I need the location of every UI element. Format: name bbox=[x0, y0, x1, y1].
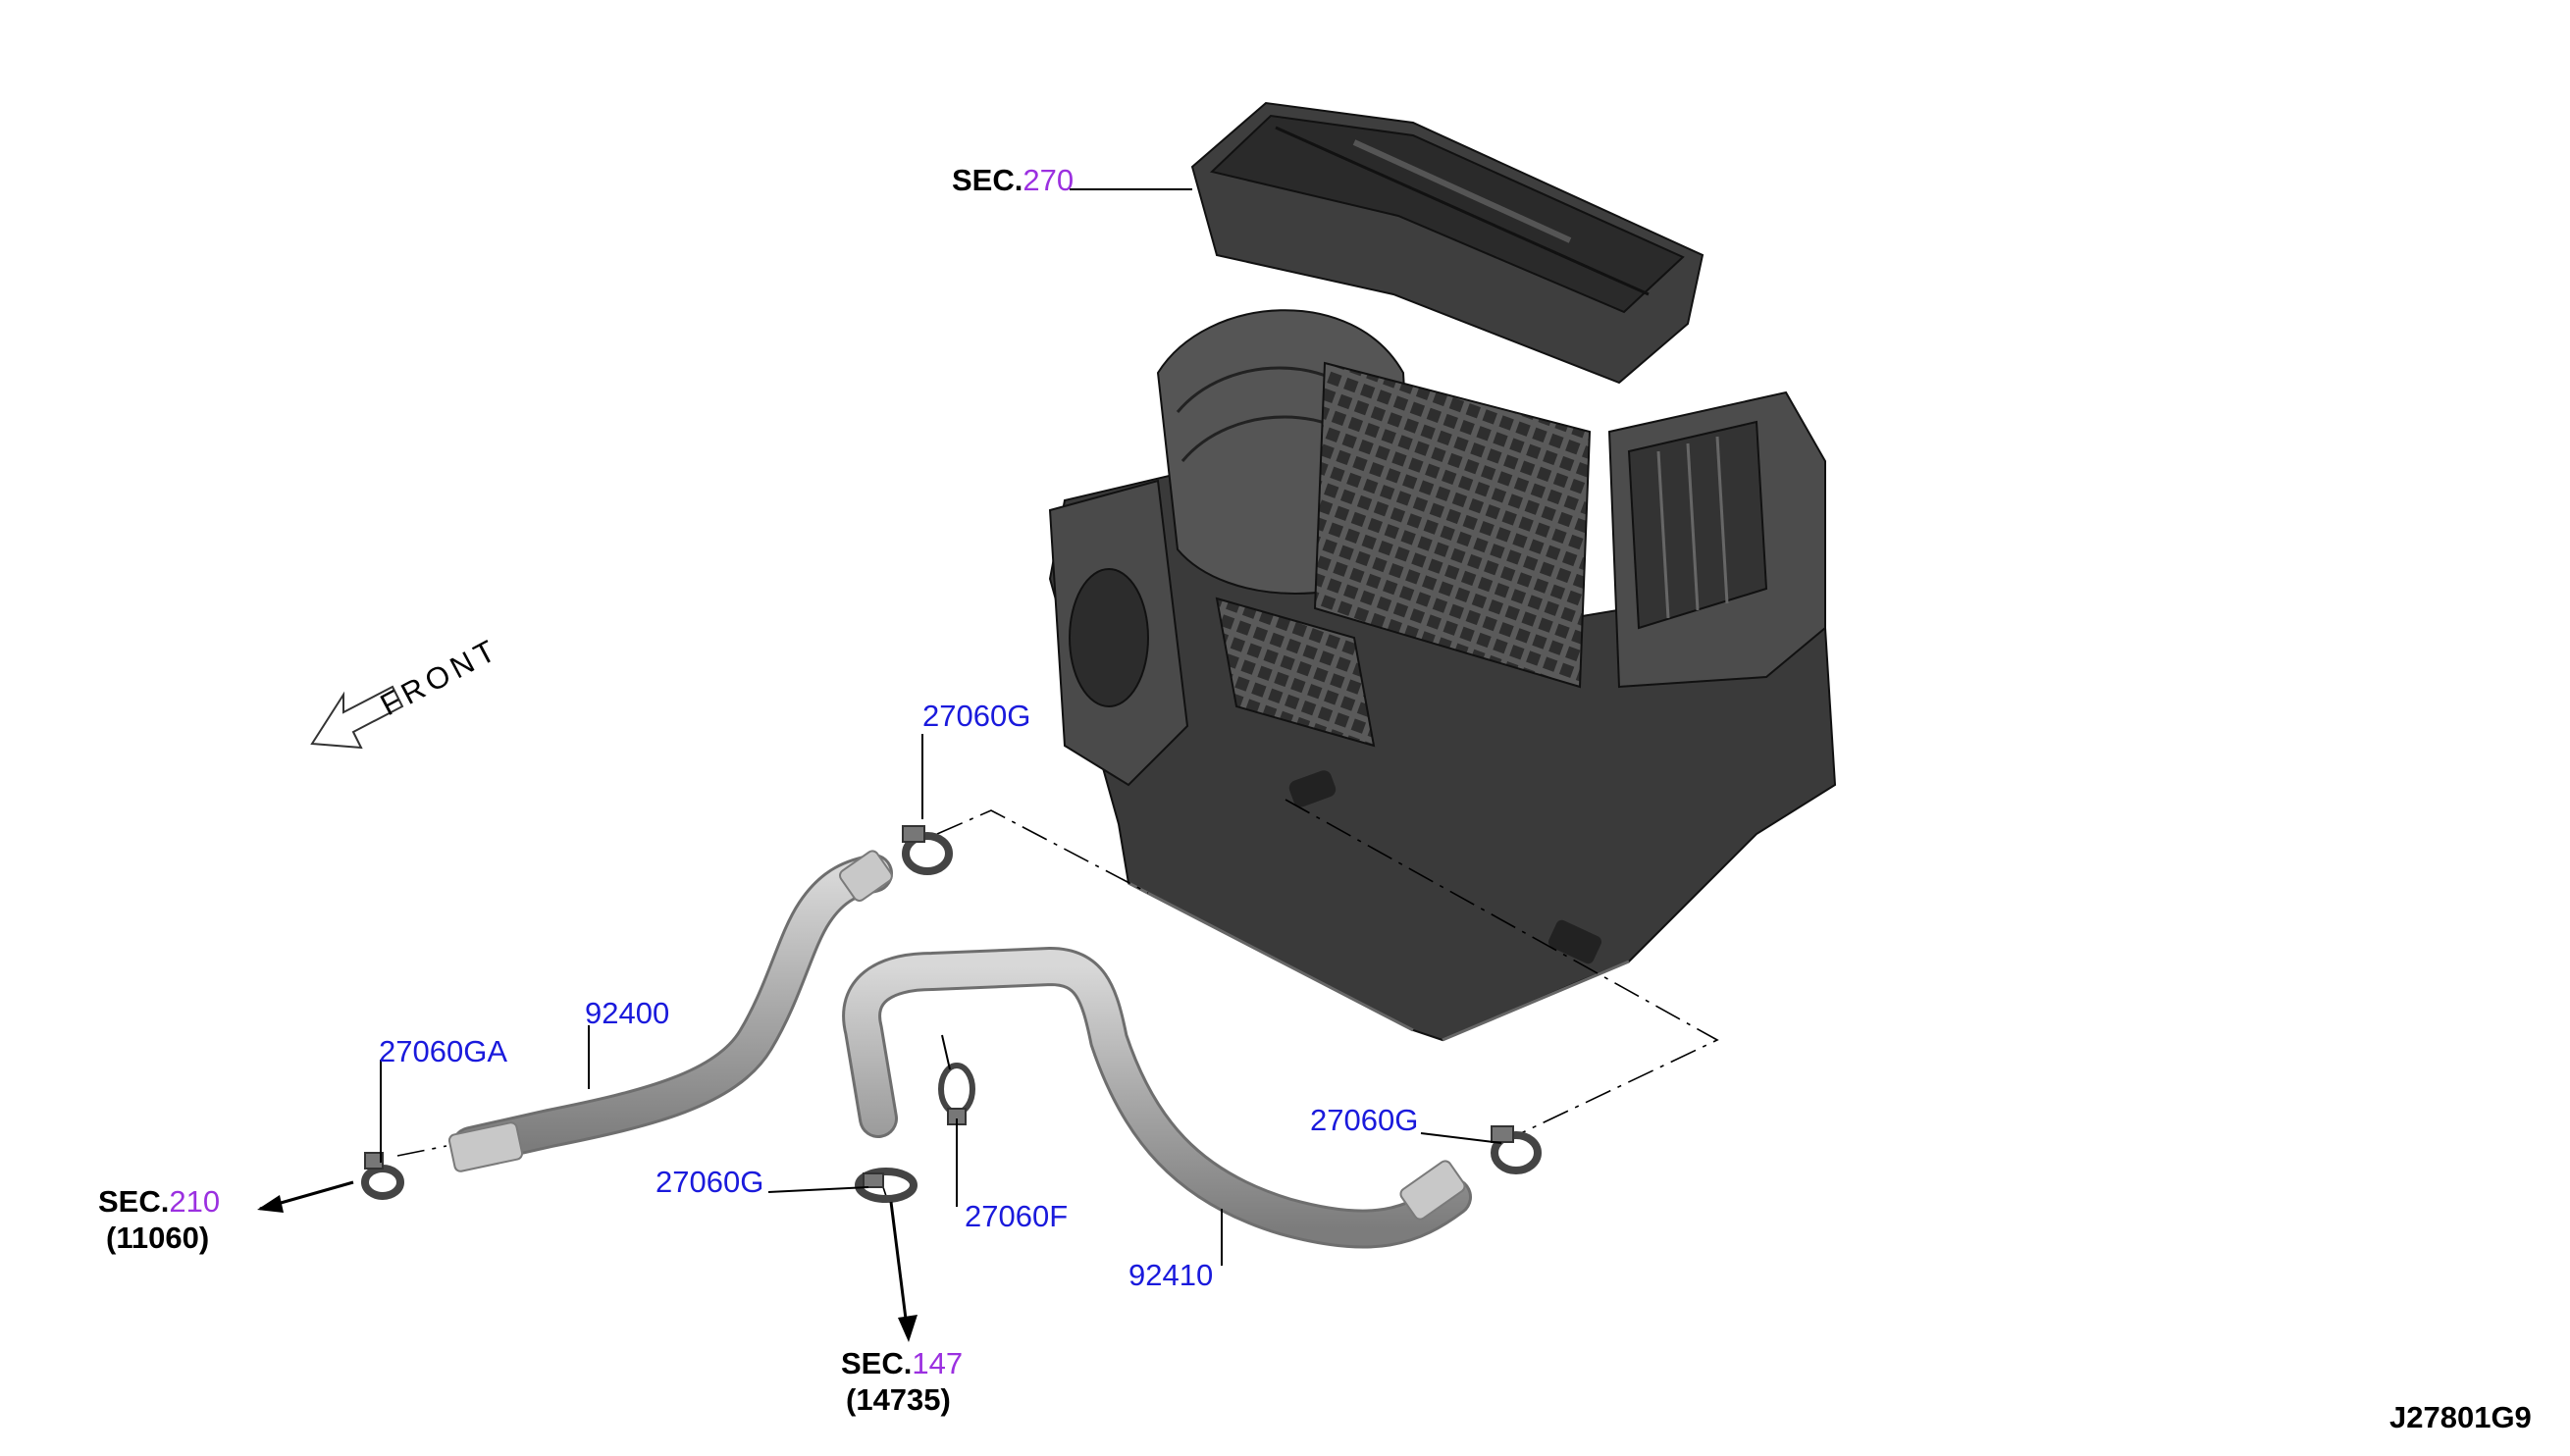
section-ref-270: SEC.270 bbox=[952, 163, 1074, 197]
hose-92400 bbox=[447, 850, 893, 1172]
leader-lines bbox=[380, 188, 1502, 1266]
sec270-prefix: SEC. bbox=[952, 163, 1023, 197]
svg-text:SEC.210: SEC.210 bbox=[98, 1184, 220, 1219]
part-92400: 92400 bbox=[585, 996, 669, 1030]
part-27060g-mid: 27060G bbox=[656, 1165, 763, 1199]
diagram-code: J27801G9 bbox=[2389, 1400, 2532, 1434]
direction-arrows bbox=[257, 1180, 918, 1342]
section-ref-147: SEC.147 (14735) bbox=[841, 1346, 963, 1417]
sec270-number: 270 bbox=[1023, 163, 1074, 197]
front-arrow: FRONT bbox=[310, 631, 505, 750]
part-27060g-right: 27060G bbox=[1310, 1103, 1418, 1137]
front-label: FRONT bbox=[375, 631, 505, 722]
clamp-27060g-mid bbox=[855, 1168, 918, 1203]
clamp-27060g-right bbox=[1491, 1125, 1542, 1174]
part-27060f: 27060F bbox=[965, 1199, 1068, 1233]
sec210-number: 210 bbox=[169, 1184, 220, 1219]
svg-text:SEC.147: SEC.147 bbox=[841, 1346, 963, 1380]
heater-blower-unit bbox=[1048, 101, 1837, 1042]
section-ref-210: SEC.210 (11060) bbox=[98, 1184, 220, 1255]
part-27060ga: 27060GA bbox=[379, 1034, 507, 1068]
sec210-sub: (11060) bbox=[106, 1221, 209, 1255]
svg-text:SEC.270: SEC.270 bbox=[952, 163, 1074, 197]
part-27060g-top: 27060G bbox=[922, 699, 1030, 733]
sec147-sub: (14735) bbox=[846, 1382, 951, 1417]
hose-92410 bbox=[842, 947, 1472, 1249]
clamp-27060ga bbox=[361, 1152, 404, 1200]
sec147-prefix: SEC. bbox=[841, 1346, 912, 1380]
clamp-27060g-top bbox=[902, 825, 953, 875]
sec210-prefix: SEC. bbox=[98, 1184, 169, 1219]
clip-27060f bbox=[938, 1063, 975, 1125]
sec147-number: 147 bbox=[912, 1346, 963, 1380]
part-92410: 92410 bbox=[1128, 1258, 1213, 1292]
